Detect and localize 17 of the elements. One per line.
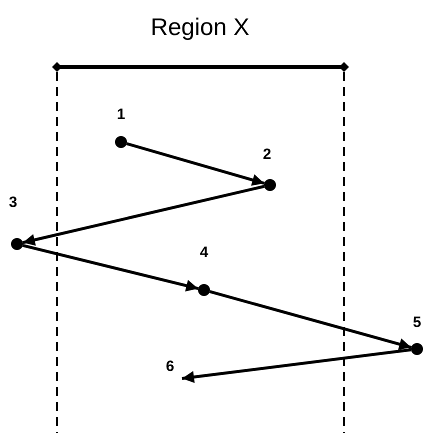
arrow <box>209 290 412 350</box>
point-number: 5 <box>412 314 422 332</box>
point-dot <box>411 343 423 355</box>
point-dot <box>264 179 276 191</box>
point-number: 3 <box>8 194 18 212</box>
arrow <box>22 184 264 246</box>
point-number: 2 <box>262 146 272 164</box>
point-dot <box>11 238 23 250</box>
arrow <box>182 348 412 383</box>
point-number: 1 <box>116 106 126 124</box>
title: Region X <box>150 14 250 42</box>
point-dot <box>198 284 210 296</box>
arrow <box>22 244 199 292</box>
point-dot <box>115 136 127 148</box>
point-number: 6 <box>164 358 176 376</box>
point-number: 4 <box>200 244 208 262</box>
arrow <box>126 142 265 186</box>
